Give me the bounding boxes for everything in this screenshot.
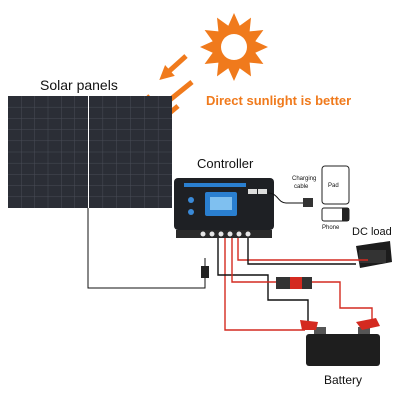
controller [174,178,274,238]
solar-panel-right [89,96,172,208]
charging-cable-label-1: Charging [292,176,316,182]
sun-icon [200,13,268,81]
solar-panels-label: Solar panels [40,77,118,93]
solar-panel-left [8,96,88,208]
phone-icon [321,207,350,222]
terminal-screw [200,231,206,237]
sunlight-note: Direct sunlight is better [206,93,351,108]
phone-label: Phone [322,225,340,231]
terminal-screw [218,231,224,237]
battery-label: Battery [324,373,362,387]
usb-port [258,189,267,194]
terminal-screw [236,231,242,237]
terminal-screw [227,231,233,237]
terminal-screw [245,231,251,237]
panel-connector-icon [201,266,209,278]
dc-load-label: DC load [352,226,392,238]
charging-cable [267,192,308,204]
connector-icon [276,277,312,289]
usb-port [248,189,257,194]
dc-load-lamp-icon [356,241,392,268]
battery-icon [300,318,380,366]
controller-label: Controller [197,156,254,171]
sunray-arrow-icon [159,54,188,81]
terminal-screw [209,231,215,237]
tablet-icon: Pad [321,165,350,205]
pad-label: Pad [328,183,339,189]
charging-cable-label-2: cable [294,184,309,190]
